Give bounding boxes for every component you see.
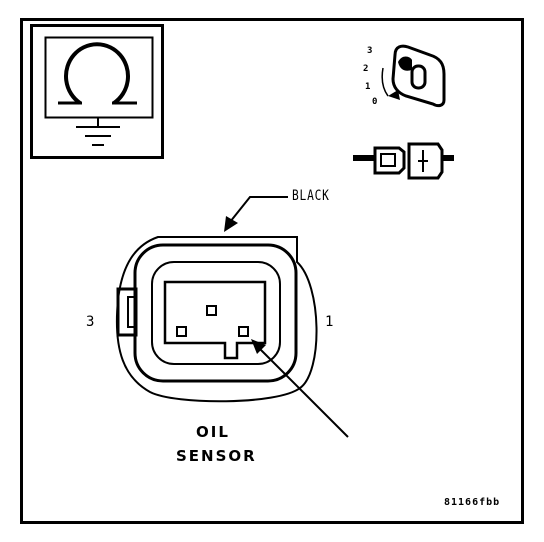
pin-terminal-2 — [206, 305, 217, 316]
figure-code: 81166fbb — [444, 497, 501, 508]
connector-pin-cavity — [163, 280, 267, 360]
wire-color-leader — [224, 196, 288, 232]
component-name-line1: OIL — [196, 423, 230, 441]
pin-1-label: 1 — [325, 314, 334, 330]
diagram-border — [20, 18, 524, 524]
ignition-key-icon — [381, 44, 446, 108]
wire-color-label: BLACK — [292, 188, 330, 204]
pin-3-label: 3 — [86, 314, 95, 330]
ignition-position-1: 1 — [365, 82, 371, 92]
ignition-position-0: 0 — [372, 97, 378, 107]
component-name-line2: SENSOR — [176, 447, 257, 465]
pin-pointer-arrow — [251, 339, 349, 438]
connector-icon — [353, 142, 454, 180]
ignition-position-3: 3 — [367, 46, 373, 56]
ohm-ground-symbol-icon — [30, 24, 164, 159]
pin-terminal-3 — [176, 326, 187, 337]
ignition-position-2: 2 — [363, 64, 369, 74]
pin-terminal-1 — [238, 326, 249, 337]
connector-housing — [115, 236, 318, 403]
